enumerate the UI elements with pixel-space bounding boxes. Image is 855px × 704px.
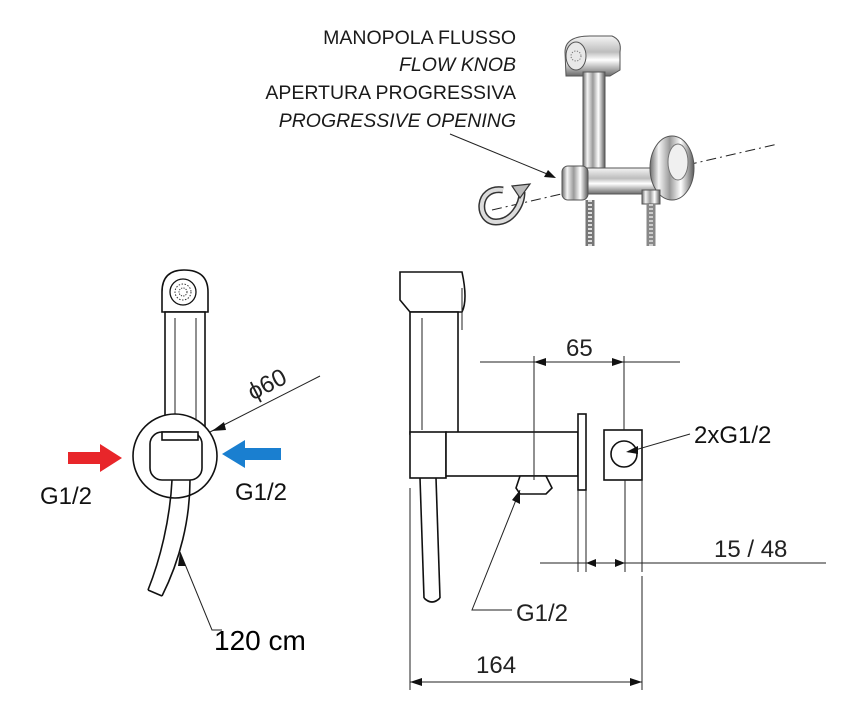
side-hose-right	[435, 477, 441, 599]
side-spray-head	[399, 271, 466, 313]
diameter-label: ϕ60	[243, 364, 291, 406]
flow-knob	[561, 165, 589, 201]
callout-line-2: FLOW KNOB	[399, 54, 516, 76]
outlet-label: G1/2	[516, 600, 568, 627]
side-outlet-nut	[515, 475, 553, 495]
callout-line-3: APERTURA PROGRESSIVA	[265, 82, 516, 104]
side-wall-flange	[577, 413, 587, 491]
dim-65-label: 65	[566, 335, 593, 362]
hot-inlet-arrow	[68, 444, 122, 472]
callout-line-4: PROGRESSIVE OPENING	[279, 110, 516, 132]
callout-line-1: MANOPOLA FLUSSO	[323, 27, 516, 49]
connection-label: 2xG1/2	[694, 422, 771, 449]
callout-leader-line	[449, 133, 553, 177]
side-valve-body	[445, 431, 579, 477]
cold-inlet-arrow	[222, 440, 281, 468]
connection-leader	[627, 433, 691, 453]
flow-knob-callout: MANOPOLA FLUSSO FLOW KNOB APERTURA PROGR…	[265, 27, 556, 178]
front-view: ϕ60 G1/2 G1/2 120 cm	[40, 269, 321, 656]
hose-length-label: 120 cm	[214, 625, 306, 656]
dim-15-48-label: 15 / 48	[714, 536, 787, 563]
handle	[582, 71, 606, 183]
spray-nozzle-icon	[565, 41, 587, 71]
outlet-leader	[471, 489, 521, 611]
front-hose-outer	[147, 479, 173, 591]
hose-length-leader	[179, 551, 222, 631]
side-holder	[409, 431, 447, 479]
side-hose-left	[419, 477, 425, 599]
front-handle	[164, 311, 206, 433]
side-handle	[409, 311, 459, 435]
callout-leader-arrowhead	[544, 170, 556, 178]
front-nozzle-icon	[169, 278, 197, 306]
outlet-nut	[641, 189, 661, 205]
side-view: 65 2xG1/2 15 / 48 G1/2 164	[399, 271, 826, 690]
connection-port-icon	[610, 440, 638, 468]
front-hose-inner	[161, 479, 191, 597]
product-photo	[478, 35, 779, 246]
inlet-left-label: G1/2	[40, 483, 92, 510]
diameter-leader-line	[209, 375, 321, 433]
inlet-right-label: G1/2	[235, 479, 287, 506]
dim-164-label: 164	[476, 652, 516, 679]
